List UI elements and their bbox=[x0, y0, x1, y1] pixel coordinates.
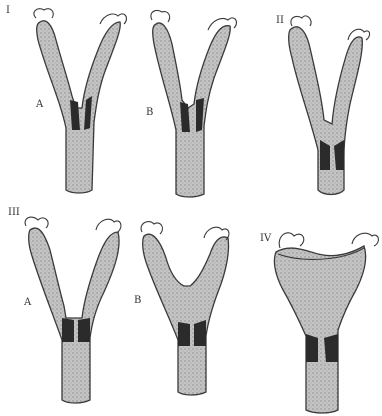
panel-1-left-tube bbox=[34, 9, 53, 18]
panel-2-illustration bbox=[151, 10, 237, 197]
panel-5-illustration bbox=[141, 222, 229, 395]
panel-6-uterus-body bbox=[274, 246, 365, 413]
panel-2-uterus-body bbox=[153, 23, 231, 197]
panel-6-right-tube bbox=[352, 233, 378, 246]
panel-3-illustration bbox=[289, 16, 370, 195]
panel-4-illustration bbox=[25, 217, 121, 403]
panel-2-letter-label: B bbox=[146, 108, 153, 118]
panel-4-uterus-body bbox=[29, 228, 119, 403]
panel-4-number-label: III bbox=[8, 208, 20, 218]
panel-6-illustration bbox=[274, 233, 378, 413]
panel-3-left-tube bbox=[291, 16, 311, 26]
panel-5-left-tube bbox=[141, 222, 162, 234]
panel-6-left-tube bbox=[279, 233, 304, 248]
panel-6-number-label: IV bbox=[260, 234, 271, 244]
panel-1-letter-label: A bbox=[36, 100, 43, 110]
panel-4-right-tube bbox=[96, 219, 121, 232]
panel-1-right-tube bbox=[100, 14, 126, 24]
panel-5-letter-label: B bbox=[134, 296, 141, 306]
panel-4-letter-label: A bbox=[24, 298, 31, 308]
panel-1-uterus-body bbox=[37, 21, 121, 193]
panel-5-uterus-body bbox=[143, 234, 229, 395]
panel-1-number-label: I bbox=[6, 6, 10, 16]
panel-2-left-tube bbox=[151, 10, 170, 22]
panel-4-left-tube bbox=[25, 217, 48, 228]
panel-1-illustration bbox=[34, 9, 127, 193]
panel-3-number-label: II bbox=[276, 16, 284, 26]
